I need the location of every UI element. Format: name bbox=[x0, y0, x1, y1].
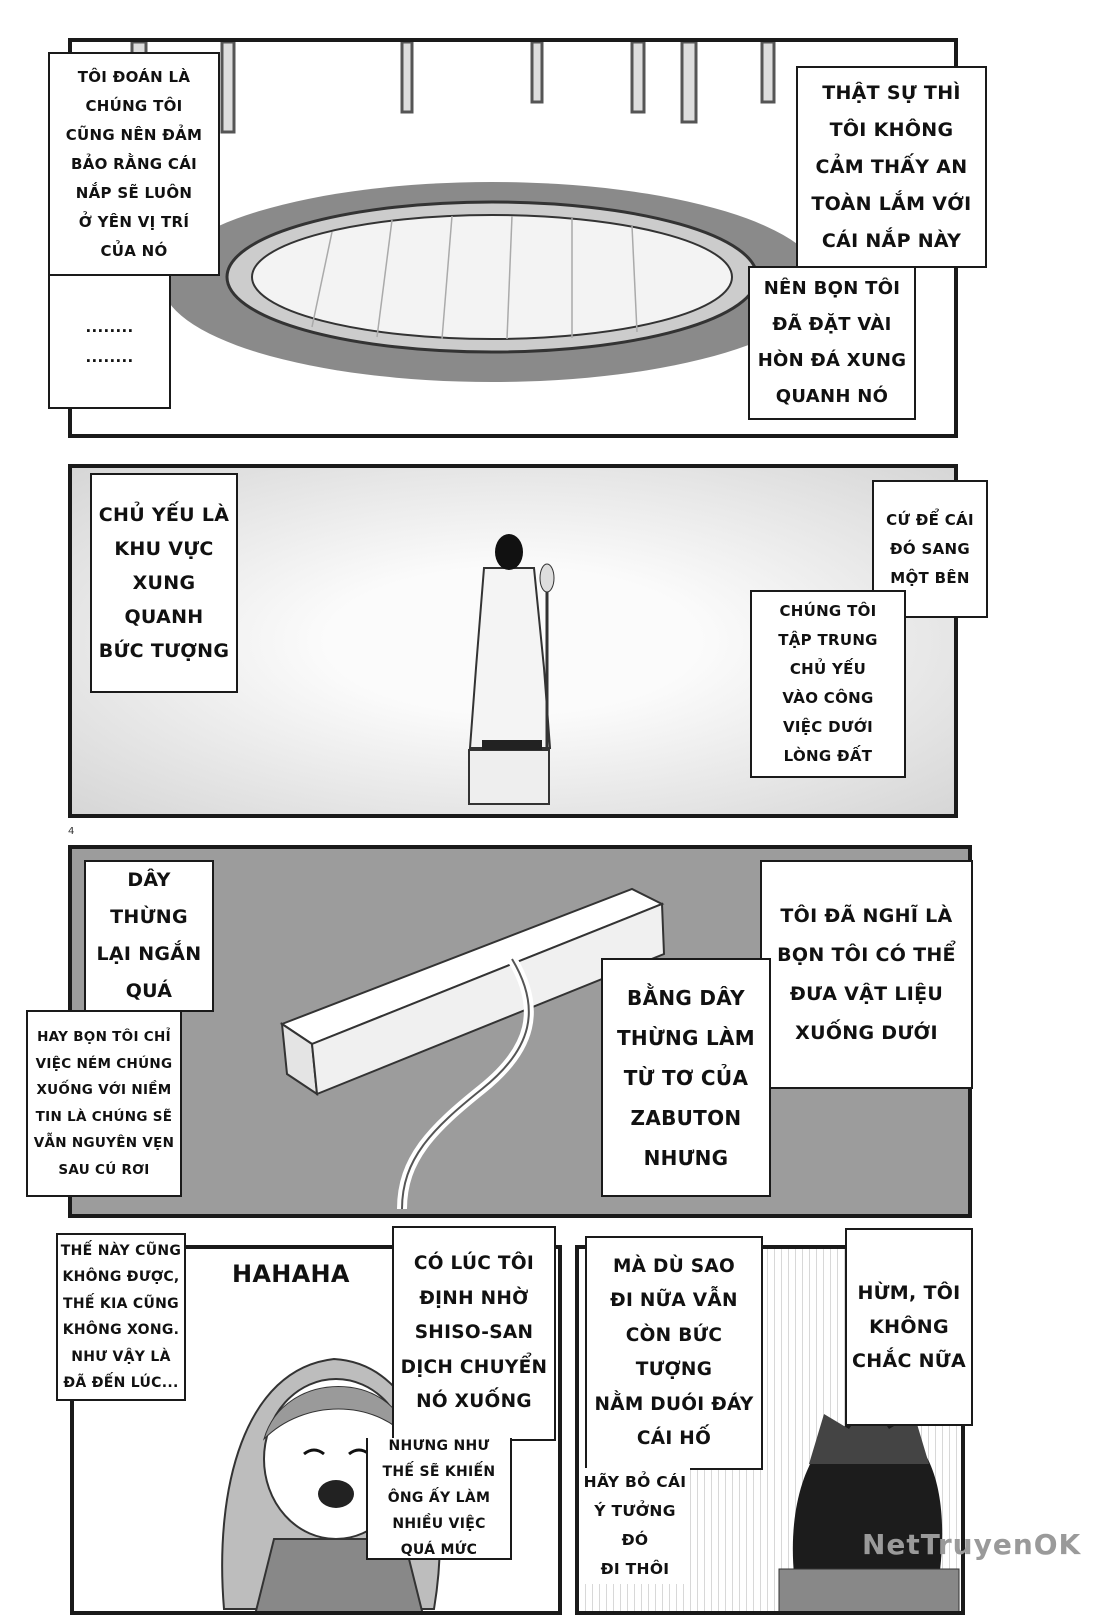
caption-text: BẰNG DÂY THỪNG LÀM TỪ TƠ CỦA ZABUTON NHƯ… bbox=[616, 985, 756, 1170]
caption-text: TÔI ĐÃ NGHĨ LÀ BỌN TÔI CÓ THỂ ĐƯA VẬT LI… bbox=[777, 904, 956, 1044]
caption-text: TÔI ĐOÁN LÀ CHÚNG TÔI CŨNG NÊN ĐẢM BẢO R… bbox=[65, 67, 203, 260]
caption-text: DÂY THỪNG LẠI NGẮN QUÁ bbox=[96, 869, 202, 1002]
caption-text: THẾ NÀY CŨNG KHÔNG ĐƯỢC, THẾ KIA CŨNG KH… bbox=[60, 1242, 182, 1392]
caption-box: CHÚNG TÔI TẬP TRUNG CHỦ YẾU VÀO CÔNG VIỆ… bbox=[750, 590, 906, 778]
caption-box: BẰNG DÂY THỪNG LÀM TỪ TƠ CỦA ZABUTON NHƯ… bbox=[601, 958, 771, 1197]
caption-box: HỪM, TÔI KHÔNG CHẮC NỮA bbox=[845, 1228, 973, 1426]
caption-box: NHƯNG NHƯ THẾ SẼ KHIẾN ÔNG ẤY LÀM NHIỀU … bbox=[366, 1438, 512, 1560]
caption-box: CÓ LÚC TÔI ĐỊNH NHỜ SHISO-SAN DỊCH CHUYỂ… bbox=[392, 1226, 556, 1441]
caption-box: NÊN BỌN TÔI ĐÃ ĐẶT VÀI HÒN ĐÁ XUNG QUANH… bbox=[748, 266, 916, 420]
caption-text: MÀ DÙ SAO ĐI NỮA VẪN CÒN BỨC TƯỢNG NẰM D… bbox=[594, 1255, 754, 1450]
wooden-lid-illustration bbox=[130, 42, 822, 382]
watermark-logo: NetTruyenOK bbox=[862, 1528, 1082, 1561]
caption-box: DÂY THỪNG LẠI NGẮN QUÁ bbox=[84, 860, 214, 1012]
caption-text: CHÚNG TÔI TẬP TRUNG CHỦ YẾU VÀO CÔNG VIỆ… bbox=[778, 602, 878, 765]
caption-text: ........ ........ bbox=[85, 317, 134, 366]
sfx-laugh: HAHAHA bbox=[232, 1260, 350, 1288]
caption-text: THẬT SỰ THÌ TÔI KHÔNG CẢM THẤY AN TOÀN L… bbox=[811, 81, 972, 252]
caption-box: THẾ NÀY CŨNG KHÔNG ĐƯỢC, THẾ KIA CŨNG KH… bbox=[56, 1233, 186, 1401]
caption-text: HÃY BỎ CÁI Ý TƯỞNG ĐÓ ĐI THÔI bbox=[583, 1473, 687, 1578]
caption-text: CHỦ YẾU LÀ KHU VỰC XUNG QUANH BỨC TƯỢNG bbox=[98, 504, 230, 662]
caption-box: TÔI ĐÃ NGHĨ LÀ BỌN TÔI CÓ THỂ ĐƯA VẬT LI… bbox=[760, 860, 973, 1089]
caption-text: HAY BỌN TÔI CHỈ VIỆC NÉM CHÚNG XUỐNG VỚI… bbox=[33, 1029, 175, 1178]
caption-text: NÊN BỌN TÔI ĐÃ ĐẶT VÀI HÒN ĐÁ XUNG QUANH… bbox=[757, 278, 907, 407]
caption-box: TÔI ĐOÁN LÀ CHÚNG TÔI CŨNG NÊN ĐẢM BẢO R… bbox=[48, 52, 220, 276]
caption-text: NHƯNG NHƯ THẾ SẼ KHIẾN ÔNG ẤY LÀM NHIỀU … bbox=[382, 1438, 496, 1558]
caption-box: THẬT SỰ THÌ TÔI KHÔNG CẢM THẤY AN TOÀN L… bbox=[796, 66, 987, 268]
page-number: 4 bbox=[68, 826, 75, 837]
caption-box: ........ ........ bbox=[48, 274, 171, 409]
caption-box: CHỦ YẾU LÀ KHU VỰC XUNG QUANH BỨC TƯỢNG bbox=[90, 473, 238, 693]
caption-text: CÓ LÚC TÔI ĐỊNH NHỜ SHISO-SAN DỊCH CHUYỂ… bbox=[400, 1253, 548, 1413]
statue-illustration bbox=[468, 534, 555, 805]
caption-box: MÀ DÙ SAO ĐI NỮA VẪN CÒN BỨC TƯỢNG NẰM D… bbox=[585, 1236, 763, 1470]
wooden-beam-illustration bbox=[279, 887, 666, 1210]
caption-text: HỪM, TÔI KHÔNG CHẮC NỮA bbox=[852, 1282, 966, 1372]
caption-text: CỨ ĐỂ CÁI ĐÓ SANG MỘT BÊN bbox=[886, 510, 974, 587]
caption-box: HAY BỌN TÔI CHỈ VIỆC NÉM CHÚNG XUỐNG VỚI… bbox=[26, 1010, 182, 1197]
caption-free: HÃY BỎ CÁI Ý TƯỞNG ĐÓ ĐI THÔI bbox=[580, 1468, 690, 1584]
